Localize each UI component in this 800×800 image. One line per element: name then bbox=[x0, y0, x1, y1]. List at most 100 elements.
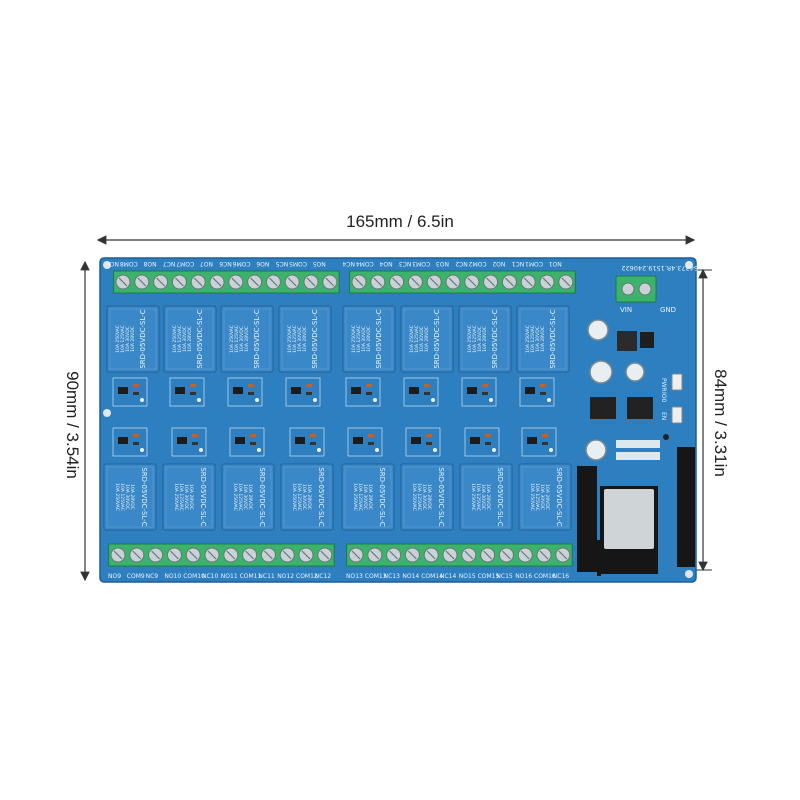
terminal-label: NO16 bbox=[515, 573, 532, 580]
transistor bbox=[467, 387, 477, 394]
relay-rating: 10A 30VDC bbox=[535, 326, 541, 352]
transistor bbox=[351, 387, 361, 394]
diode bbox=[368, 442, 374, 445]
relay-rating: 10A 28VDC bbox=[188, 484, 194, 510]
diode bbox=[366, 392, 372, 395]
relay-rating: 10A 250VAC bbox=[172, 325, 178, 353]
relay-rating: 10A 30VDC bbox=[362, 484, 368, 510]
resistor bbox=[424, 384, 430, 387]
diode bbox=[540, 392, 546, 395]
terminal-block-bottom-right[interactable] bbox=[346, 543, 573, 567]
diode bbox=[250, 442, 256, 445]
relay-rating: 10A 30VDC bbox=[421, 484, 427, 510]
resistor bbox=[133, 434, 139, 437]
terminal-label: NC3 bbox=[399, 260, 412, 267]
terminal-label: COM7 bbox=[176, 260, 194, 267]
led bbox=[492, 448, 496, 452]
relay-rating: 10A 250VAC bbox=[467, 325, 473, 353]
relay-rating: 10A 30VDC bbox=[539, 484, 545, 510]
relay-rating: 10A 250VAC bbox=[411, 483, 417, 511]
relay-rating: 10A 28VDC bbox=[130, 326, 136, 352]
gnd-label: GND bbox=[660, 306, 676, 314]
led bbox=[663, 434, 669, 440]
transistor bbox=[295, 437, 305, 444]
io0-button[interactable] bbox=[671, 373, 683, 391]
diode bbox=[485, 442, 491, 445]
io0-label: IO0 bbox=[660, 392, 667, 402]
led bbox=[431, 398, 435, 402]
relay-rating: 10A 28VDC bbox=[426, 484, 432, 510]
diode bbox=[310, 442, 316, 445]
relay-rating: 10A 28VDC bbox=[302, 326, 308, 352]
resistor bbox=[366, 384, 372, 387]
resistor bbox=[248, 384, 254, 387]
mount-hole bbox=[685, 261, 693, 269]
terminal-label: COM8 bbox=[120, 260, 138, 267]
driver-circuit bbox=[519, 377, 555, 407]
terminal-label: NC6 bbox=[219, 260, 232, 267]
diode bbox=[248, 392, 254, 395]
relay-rating: 10A 125VAC bbox=[472, 325, 478, 353]
relay-rating: 10A 28VDC bbox=[247, 484, 253, 510]
led bbox=[197, 398, 201, 402]
terminal-label: NC9 bbox=[146, 573, 159, 580]
relay-rating: 10A 30VDC bbox=[297, 326, 303, 352]
terminal-label: NC2 bbox=[455, 260, 468, 267]
terminal-label: COM13 bbox=[365, 573, 387, 580]
inductor bbox=[617, 331, 637, 351]
en-button[interactable] bbox=[671, 406, 683, 424]
terminal-label: COM16 bbox=[534, 573, 556, 580]
relay-part-number: SRD-05VDC-SL-C bbox=[433, 309, 441, 368]
terminal-block-top-left[interactable] bbox=[113, 270, 340, 294]
relay-part-number: SRD-05VDC-SL-C bbox=[555, 467, 563, 526]
relay-part-number: SRD-05VDC-SL-C bbox=[491, 309, 499, 368]
terminal-label: NO6 bbox=[256, 260, 269, 267]
terminal-label: COM2 bbox=[469, 260, 487, 267]
relay-rating: 10A 28VDC bbox=[187, 326, 193, 352]
driver-circuit bbox=[405, 427, 441, 457]
resistor bbox=[485, 434, 491, 437]
relay-part-number: SRD-05VDC-SL-C bbox=[549, 309, 557, 368]
led bbox=[317, 448, 321, 452]
terminal-label: COM14 bbox=[421, 573, 443, 580]
terminal-label: COM9 bbox=[127, 573, 145, 580]
diode bbox=[424, 392, 430, 395]
transistor bbox=[233, 387, 243, 394]
led bbox=[313, 398, 317, 402]
relay-rating: 10A 250VAC bbox=[529, 483, 535, 511]
terminal-label: NC4 bbox=[342, 260, 355, 267]
pwr-label: PWR bbox=[660, 378, 667, 392]
terminal-label: COM15 bbox=[478, 573, 500, 580]
terminal-label: NO5 bbox=[313, 260, 326, 267]
terminal-block-bottom-left[interactable] bbox=[108, 543, 335, 567]
terminal-label: NC10 bbox=[202, 573, 218, 580]
relay-part-number: SRD-05VDC-SL-C bbox=[378, 467, 386, 526]
relay-rating: 10A 30VDC bbox=[182, 326, 188, 352]
terminal-label: NC12 bbox=[315, 573, 331, 580]
driver-circuit bbox=[112, 427, 148, 457]
resistor bbox=[190, 384, 196, 387]
resistor bbox=[310, 434, 316, 437]
diode bbox=[426, 442, 432, 445]
resistor bbox=[368, 434, 374, 437]
relay-rating: 10A 28VDC bbox=[367, 484, 373, 510]
terminal-label: COM11 bbox=[240, 573, 262, 580]
en-label: EN bbox=[660, 412, 667, 420]
mount-hole bbox=[685, 570, 693, 578]
relay-part-number: SRD-05VDC-SL-C bbox=[196, 309, 204, 368]
relay-rating: 10A 250VAC bbox=[229, 325, 235, 353]
terminal-label: NC14 bbox=[440, 573, 456, 580]
relay-part-number: SRD-05VDC-SL-C bbox=[317, 467, 325, 526]
terminal-block-top-right[interactable] bbox=[349, 270, 576, 294]
resistor bbox=[306, 384, 312, 387]
relay-rating: 10A 28VDC bbox=[544, 484, 550, 510]
driver-circuit bbox=[461, 377, 497, 407]
relay-rating: 10A 125VAC bbox=[120, 325, 126, 353]
terminal-label: COM5 bbox=[289, 260, 307, 267]
capacitor bbox=[587, 319, 609, 341]
relay-part-number: SRD-05VDC-SL-C bbox=[253, 309, 261, 368]
